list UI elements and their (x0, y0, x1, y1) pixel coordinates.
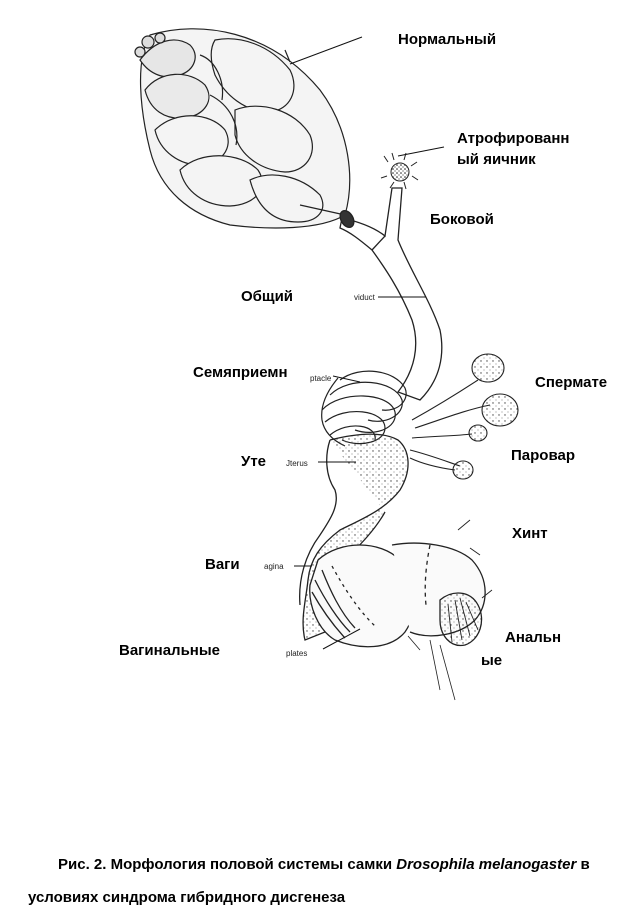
label-lateral: Боковой (430, 211, 494, 228)
figure-fragments: viduct ptacle Jterus agina plates (264, 293, 376, 658)
label-anal-line1: Анальн (505, 629, 562, 646)
normal-ovary (134, 28, 351, 229)
leader-lines (289, 36, 445, 650)
label-spermatheca: Семяприемн (193, 364, 288, 381)
label-atrophied-line2: ый яичник (457, 151, 536, 168)
label-spermathecae: Спермате (535, 374, 608, 391)
fragment-plates: plates (286, 649, 307, 658)
label-anal-line2: ые (481, 652, 503, 669)
atrophied-ovary (380, 152, 419, 190)
label-chitin: Хинт (512, 525, 548, 542)
fragment-oviduct: viduct (354, 293, 376, 302)
caption-suffix: в (576, 856, 590, 873)
label-parovaria: Паровар (511, 447, 575, 464)
label-common: Общий (241, 288, 294, 305)
genital-plates (309, 519, 493, 701)
spermathecae (409, 353, 519, 480)
caption-species: Drosophila melanogaster (396, 856, 577, 873)
oviducts (339, 187, 443, 401)
label-atrophied-line1: Атрофированн (457, 130, 570, 147)
label-normal: Нормальный (398, 31, 497, 48)
fragment-receptacle: ptacle (310, 374, 332, 383)
figure-caption-line2: условиях синдрома гибридного дисгенеза (28, 889, 346, 906)
label-vaginal: Вагинальные (119, 642, 221, 659)
figure-caption-line1: Рис. 2. Морфология половой системы самки… (58, 855, 590, 875)
caption-prefix: Рис. 2. Морфология половой системы самки (58, 856, 397, 873)
label-uterus: Уте (241, 453, 267, 470)
label-vagina: Ваги (205, 556, 240, 573)
fragment-uterus: Jterus (286, 459, 308, 468)
fragment-vagina: agina (264, 562, 284, 571)
